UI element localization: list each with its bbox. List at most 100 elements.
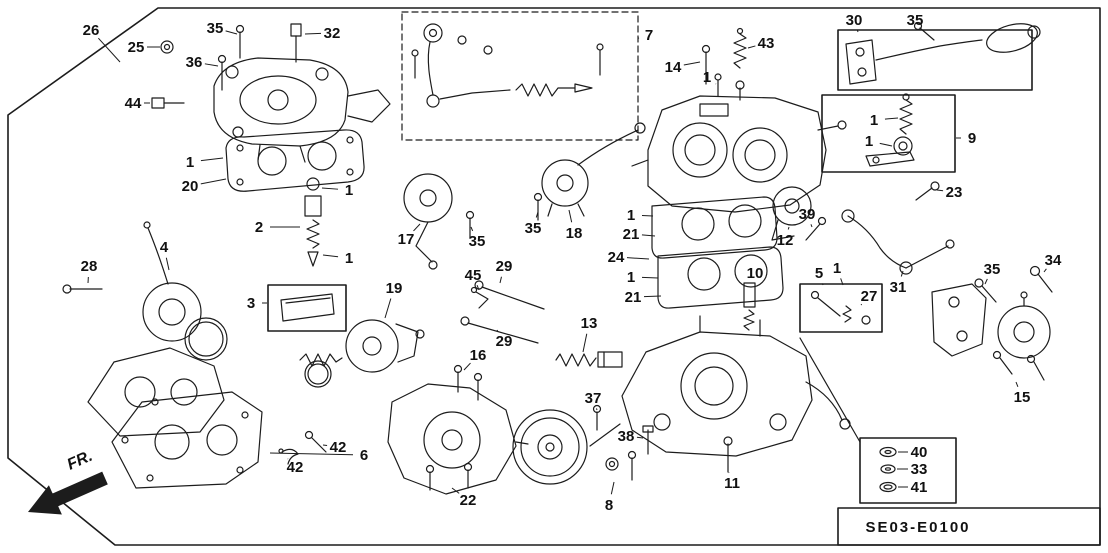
part-callout-26-0: 26 <box>83 22 100 39</box>
part-callout-33-58: 33 <box>911 461 928 478</box>
part-callout-6-53: 6 <box>360 447 368 464</box>
part-callout-35-2: 35 <box>207 20 224 37</box>
callout-leader-17-20 <box>413 223 421 232</box>
callout-leader-1-24 <box>641 214 654 217</box>
callout-leader-34-37 <box>1043 268 1047 273</box>
callout-leader-35-36 <box>984 278 988 285</box>
callout-leader-31-34 <box>900 270 904 277</box>
callout-leader-35-2 <box>225 30 238 35</box>
callout-leader-18-23 <box>568 209 573 223</box>
callout-leader-37-48 <box>596 408 598 411</box>
part-callout-9-14: 9 <box>968 130 976 147</box>
part-callout-1-16: 1 <box>186 154 194 171</box>
part-callout-37-48: 37 <box>585 390 602 407</box>
part-callout-27-35: 27 <box>861 288 878 305</box>
fr-label: FR. <box>65 448 95 474</box>
part-callout-10-31: 10 <box>747 265 764 282</box>
top-gasket <box>225 129 365 192</box>
callout-leader-21-25 <box>641 234 656 237</box>
part-callout-2-19: 2 <box>255 219 263 236</box>
part-callout-23-15: 23 <box>946 184 963 201</box>
callout-leader-20-17 <box>200 178 227 185</box>
callout-leader-45-43 <box>476 285 480 291</box>
diaphragm-unit-17 <box>403 173 543 270</box>
carburetor-main-body <box>631 27 847 213</box>
callout-leader-22-54 <box>451 487 460 494</box>
screws-16 <box>453 364 483 401</box>
callout-leader-35-21 <box>470 226 474 232</box>
lower-body-gasket <box>87 347 263 489</box>
part-callout-1-27: 1 <box>627 269 635 286</box>
float-valve-assembly <box>304 177 322 267</box>
screws-right <box>974 265 1053 303</box>
part-callout-1-13: 1 <box>865 133 873 150</box>
callout-leader-14-8 <box>683 61 701 66</box>
part-callout-24-26: 24 <box>608 249 625 266</box>
spring-piston-13 <box>555 351 623 368</box>
part-callout-28-39: 28 <box>81 258 98 275</box>
part-callout-21-28: 21 <box>625 289 642 306</box>
part-callout-1-11: 1 <box>703 69 711 86</box>
part-callout-29-45: 29 <box>496 333 513 350</box>
callout-leader-4-38 <box>165 257 170 271</box>
callout-leader-24-26 <box>626 257 650 260</box>
callout-leader-6-53 <box>269 452 354 456</box>
callout-leader-19-42 <box>384 298 392 319</box>
part-callout-35-22: 35 <box>525 220 542 237</box>
part-callout-13-46: 13 <box>581 315 598 332</box>
bracket-diaphragm-15 <box>931 283 1051 381</box>
throttle-linkage <box>841 181 955 275</box>
callout-leader-29-45 <box>496 329 499 332</box>
part-callout-22-54: 22 <box>460 492 477 509</box>
callout-leader-1-41 <box>322 254 339 258</box>
fr-arrow-shape <box>28 471 108 515</box>
callout-leader-1-27 <box>641 276 659 279</box>
part-callout-42-51: 42 <box>330 439 347 456</box>
fr-direction-arrow: FR. <box>28 448 108 515</box>
part-callout-35-36: 35 <box>984 261 1001 278</box>
part-callout-12-29: 12 <box>777 232 794 249</box>
callout-leader-15-50 <box>1015 381 1019 387</box>
callout-leader-26-0 <box>98 37 121 63</box>
hardware-legend-icons <box>879 446 897 493</box>
callout-leader-29-44 <box>499 276 502 284</box>
screw-set-5 <box>810 290 871 325</box>
part-callout-11-56: 11 <box>724 475 740 492</box>
callout-leader-36-4 <box>204 63 219 67</box>
callout-leader-5-32 <box>822 283 824 286</box>
callout-leader-23-15 <box>936 189 944 192</box>
choke-linkage-assembly <box>401 11 639 141</box>
part-callout-32-3: 32 <box>324 25 341 42</box>
diagram-frame <box>7 7 1101 546</box>
reference-connector-line <box>799 337 861 443</box>
air-horn-assembly <box>151 23 391 163</box>
accelerating-pump <box>299 319 425 388</box>
part-callout-7-6: 7 <box>645 27 653 44</box>
part-callout-35-21: 35 <box>469 233 486 250</box>
solenoid-assembly-30 <box>845 21 1041 85</box>
part-callout-39-30: 39 <box>799 206 816 223</box>
callout-leader-30-9 <box>857 30 859 33</box>
part-callout-40-57: 40 <box>911 444 928 461</box>
part-callout-34-37: 34 <box>1045 252 1062 269</box>
callout-leader-35-22 <box>535 211 539 218</box>
part-callout-42-52: 42 <box>287 459 304 476</box>
callout-leader-1-16 <box>200 157 224 162</box>
callout-leader-12-29 <box>787 226 790 230</box>
part-callout-43-7: 43 <box>758 35 775 52</box>
callout-leader-1-12 <box>884 117 899 120</box>
callout-leader-42-51 <box>322 444 328 447</box>
part-callout-3-40: 3 <box>247 295 255 312</box>
part-callout-36-4: 36 <box>186 54 203 71</box>
part-callout-44-5: 44 <box>125 95 142 112</box>
part-callout-1-41: 1 <box>345 250 353 267</box>
part-callout-17-20: 17 <box>398 231 415 248</box>
part-callout-29-44: 29 <box>496 258 513 275</box>
part-callout-21-25: 21 <box>623 226 640 243</box>
callout-leader-43-7 <box>747 45 756 49</box>
part-callout-16-47: 16 <box>470 347 487 364</box>
part-callout-45-43: 45 <box>465 267 482 284</box>
part-callout-25-1: 25 <box>128 39 145 56</box>
